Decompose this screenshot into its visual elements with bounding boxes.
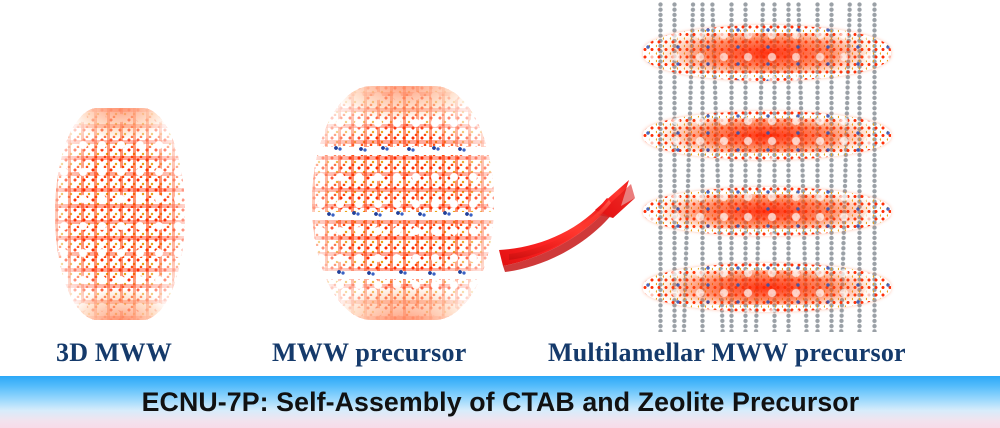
sda-molecule: [428, 270, 438, 276]
sda-molecule: [395, 211, 405, 217]
label-mww-precursor: MWW precursor: [272, 338, 467, 367]
zeolite-lamella: [643, 25, 891, 82]
sda-molecule: [457, 269, 467, 275]
interlayer-gap: [306, 146, 500, 155]
sda-molecule: [464, 212, 474, 218]
transformation-arrow: [495, 168, 645, 278]
zeolite-lamella: [643, 186, 891, 237]
sda-molecule: [457, 146, 467, 152]
arrow-body: [499, 198, 613, 266]
sda-molecule: [333, 145, 343, 151]
sda-molecule-row: [312, 145, 494, 155]
ctab-chain: [728, 2, 734, 332]
ctab-chain: [786, 2, 792, 332]
zeolite-framework-precursor: [312, 86, 494, 320]
ctab-chain: [814, 2, 820, 332]
sda-molecule: [399, 269, 409, 275]
sda-molecule: [337, 269, 347, 275]
banner-title: ECNU-7P: Self-Assembly of CTAB and Zeoli…: [141, 386, 859, 417]
pore-openings: [643, 262, 891, 313]
interlayer-gap: [306, 270, 500, 279]
label-multilamellar: Multilamellar MWW precursor: [548, 338, 906, 367]
pore-openings: [643, 25, 891, 82]
arrow-gloss: [509, 200, 611, 260]
ctab-chain: [871, 2, 877, 332]
pore-openings: [643, 186, 891, 237]
structure-3d-mww: [55, 108, 185, 320]
ctab-chain: [671, 2, 677, 332]
ctab-chain: [857, 2, 863, 332]
sda-molecule-row: [312, 211, 494, 220]
ctab-chain: [700, 2, 706, 332]
arrow-underside: [503, 202, 617, 272]
structure-multilamellar: [643, 1, 891, 333]
sda-molecule: [359, 146, 369, 152]
sda-molecule-row: [312, 269, 494, 279]
interlayer-gap: [306, 212, 500, 221]
title-banner: ECNU-7P: Self-Assembly of CTAB and Zeoli…: [0, 376, 1000, 428]
zeolite-lamella: [643, 110, 891, 161]
sda-molecule: [443, 211, 453, 217]
pore-openings: [55, 108, 185, 320]
ctab-chain: [657, 2, 663, 332]
sda-molecule: [366, 270, 376, 276]
label-3d-mww: 3D MWW: [56, 338, 173, 367]
ctab-chain: [743, 2, 749, 332]
arrow-svg: [499, 180, 635, 272]
sda-molecule: [373, 212, 383, 218]
sda-molecule: [326, 212, 336, 218]
ctab-chain: [771, 2, 777, 332]
sda-molecule: [352, 211, 362, 217]
ctab-chain: [828, 2, 834, 332]
pore-openings: [643, 110, 891, 161]
structure-mww-precursor: [306, 86, 500, 320]
sda-molecule: [381, 145, 391, 151]
sda-molecule: [406, 146, 416, 152]
arrowhead-shadow: [598, 184, 635, 218]
sda-molecule: [417, 212, 427, 218]
panel-labels: 3D MWW MWW precursor Multilamellar MWW p…: [0, 336, 1000, 376]
pore-openings: [312, 86, 494, 320]
sda-molecule: [432, 145, 442, 151]
zeolite-lamella: [643, 262, 891, 313]
zeolite-framework-3d-mww: [55, 108, 185, 320]
